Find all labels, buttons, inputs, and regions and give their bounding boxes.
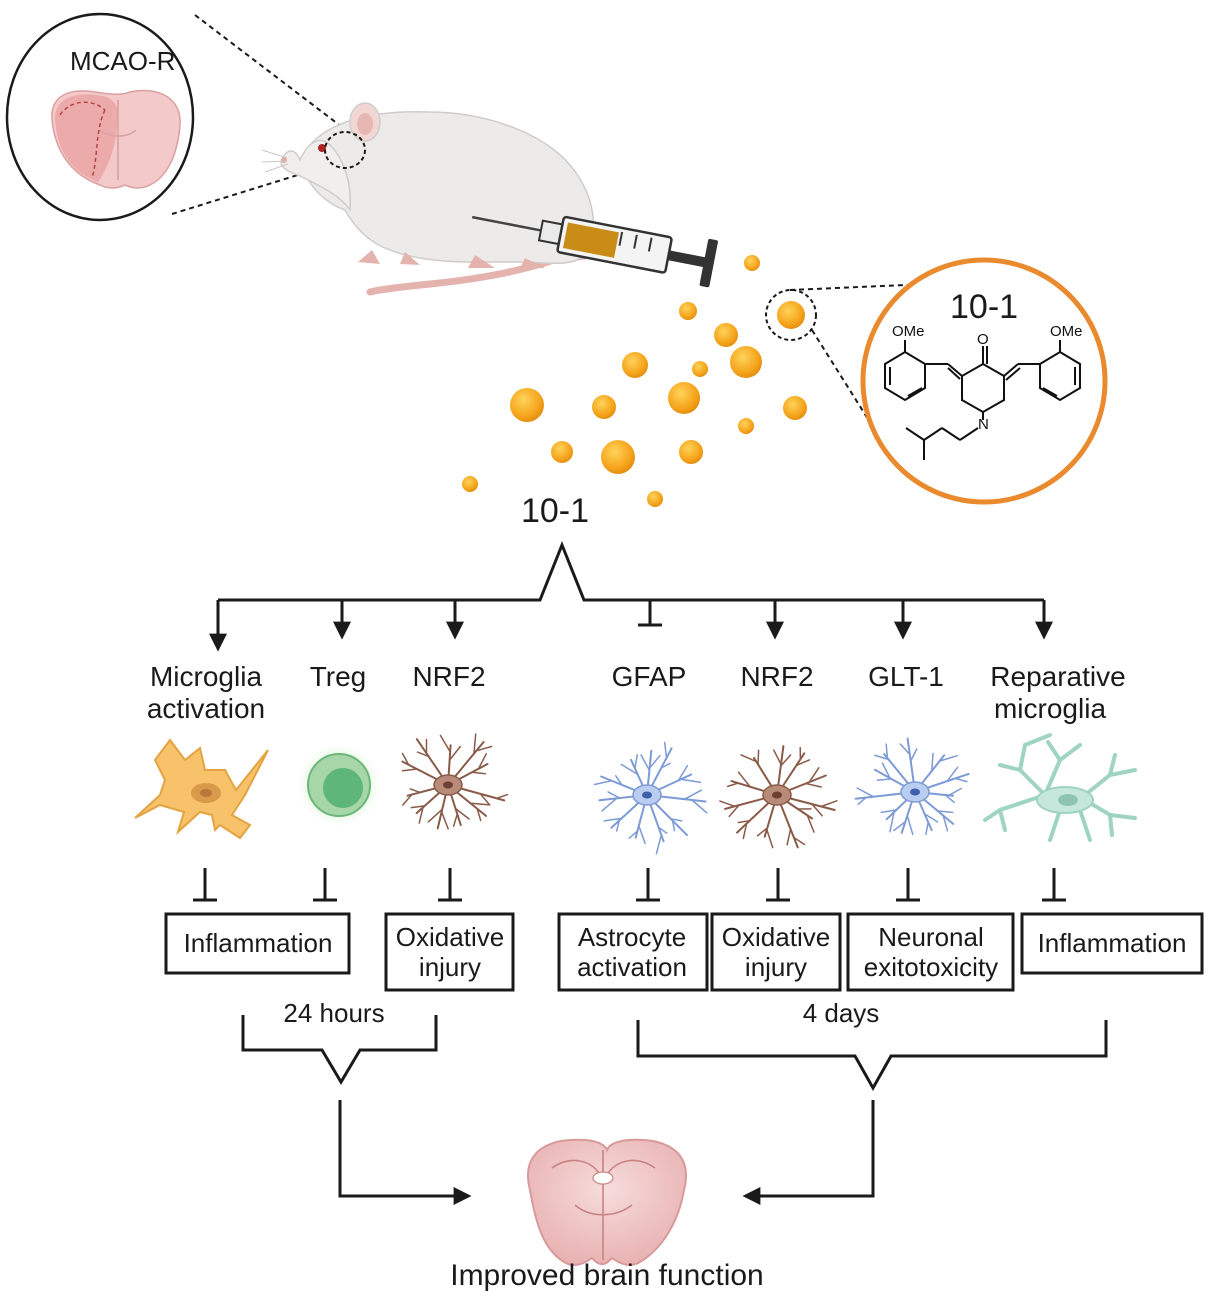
outcome-label: Astrocyte [578, 922, 686, 952]
drug-droplets [462, 255, 817, 507]
branch-lines [209, 540, 1053, 652]
outcome-label: Inflammation [1038, 928, 1187, 958]
target-label: GFAP [612, 661, 687, 692]
outcome-label: activation [577, 952, 687, 982]
outcome-boxes: Inflammation Oxidative injury Astrocyte … [164, 912, 1204, 992]
compound-center-label: 10-1 [521, 492, 589, 530]
outcome-label: Oxidative [396, 922, 504, 952]
outcome-box [846, 912, 1015, 992]
outcome-label: Oxidative [722, 922, 830, 952]
result-label: Improved brain function [450, 1259, 764, 1292]
outcome-label: injury [419, 952, 481, 982]
outcome-label: Inflammation [184, 928, 333, 958]
target-label: activation [147, 693, 265, 724]
ome-left-label: OMe [892, 323, 925, 340]
activated-microglia-icon [134, 738, 269, 840]
compound-name: 10-1 [950, 288, 1018, 326]
timepoint-brackets: 24 hours 4 days [241, 998, 1108, 1205]
astrocyte-glt1-icon [854, 737, 970, 836]
inset-brain-slice-icon [51, 89, 181, 189]
outcome-box [1020, 912, 1204, 975]
reparative-microglia-icon [983, 733, 1137, 842]
chemical-structure-icon [884, 340, 1081, 460]
outcome-label: exitotoxicity [864, 952, 998, 982]
brain-coronal-icon [527, 1138, 687, 1266]
outcome-label: Neuronal [878, 922, 984, 952]
carbonyl-label: O [977, 331, 989, 348]
target-label: Reparative [990, 661, 1125, 692]
target-label: Treg [310, 661, 367, 692]
neuron-nrf2-icon [401, 733, 509, 830]
target-label: NRF2 [412, 661, 485, 692]
target-label: Microglia [150, 661, 262, 692]
target-labels: Microglia activation Treg NRF2 GFAP NRF2… [147, 661, 1126, 724]
nitrogen-label: N [978, 416, 989, 433]
neuron-nrf2-icon [719, 745, 838, 849]
mcao-r-inset: MCAO-R [5, 12, 356, 222]
timepoint-late: 4 days [803, 998, 880, 1028]
outcome-box [710, 912, 842, 992]
outcome-box [164, 912, 351, 975]
target-label: microglia [994, 693, 1106, 724]
inhibition-bars [193, 868, 1066, 902]
target-label: NRF2 [740, 661, 813, 692]
syringe-icon [471, 215, 718, 288]
outcome-box [557, 912, 709, 992]
treg-cell-icon [295, 741, 383, 829]
rat-icon [261, 102, 619, 296]
ome-right-label: OMe [1050, 323, 1083, 340]
compound-structure-inset: 10-1 [860, 257, 1108, 505]
mcao-r-label: MCAO-R [70, 46, 175, 76]
astrocyte-gfap-icon [593, 741, 708, 855]
target-label: GLT-1 [868, 661, 944, 692]
outcome-label: injury [745, 952, 807, 982]
outcome-box [384, 912, 515, 992]
timepoint-early: 24 hours [283, 998, 384, 1028]
